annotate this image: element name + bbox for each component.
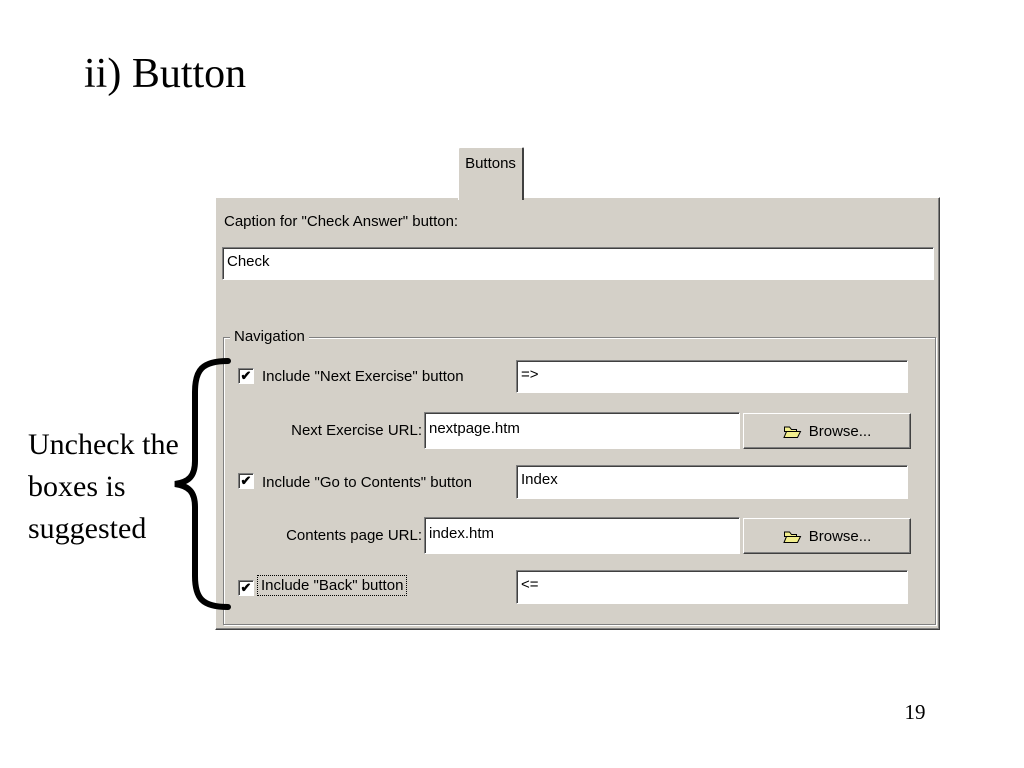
- folder-open-icon: [782, 531, 802, 543]
- contents-page-url-label: Contents page URL:: [286, 527, 422, 544]
- page-number: 19: [904, 700, 926, 724]
- include-go-to-contents-checkbox[interactable]: ✔: [238, 473, 254, 489]
- next-exercise-url-input[interactable]: [424, 412, 740, 449]
- include-go-to-contents-label: Include "Go to Contents" button: [262, 474, 472, 491]
- checkmark-icon: ✔: [240, 368, 252, 383]
- next-exercise-caption-input[interactable]: [516, 360, 908, 393]
- navigation-group-label: Navigation: [230, 328, 309, 345]
- include-back-checkbox[interactable]: ✔: [238, 580, 254, 596]
- browse-button-label: Browse...: [808, 422, 872, 440]
- include-next-exercise-checkbox[interactable]: ✔: [238, 368, 254, 384]
- annotation-text: Uncheck the boxes is suggested: [28, 424, 208, 550]
- contents-page-url-input[interactable]: [424, 517, 740, 554]
- browse-button-label: Browse...: [808, 527, 872, 545]
- page-title: ii) Button: [84, 51, 247, 97]
- annotation-line: boxes is: [28, 470, 126, 503]
- include-next-exercise-label: Include "Next Exercise" button: [262, 368, 464, 385]
- checkmark-icon: ✔: [240, 473, 252, 488]
- check-answer-caption-input[interactable]: [222, 247, 934, 280]
- checkmark-icon: ✔: [240, 580, 252, 595]
- navigation-groupbox: Navigation ✔ Include "Next Exercise" but…: [223, 328, 936, 625]
- next-exercise-url-label: Next Exercise URL:: [291, 422, 422, 439]
- annotation-line: suggested: [28, 512, 147, 545]
- tab-buttons[interactable]: Buttons: [458, 147, 524, 200]
- browse-next-exercise-button[interactable]: Browse...: [743, 413, 911, 449]
- include-back-label: Include "Back" button: [257, 575, 408, 596]
- folder-open-icon: [782, 426, 802, 438]
- buttons-panel: Caption for "Check Answer" button: Navig…: [215, 197, 940, 630]
- annotation-line: Uncheck the: [28, 428, 179, 461]
- curly-brace-icon: [174, 358, 231, 610]
- browse-contents-page-button[interactable]: Browse...: [743, 518, 911, 554]
- go-to-contents-caption-input[interactable]: [516, 465, 908, 499]
- back-caption-input[interactable]: [516, 570, 908, 604]
- caption-label: Caption for "Check Answer" button:: [224, 213, 459, 230]
